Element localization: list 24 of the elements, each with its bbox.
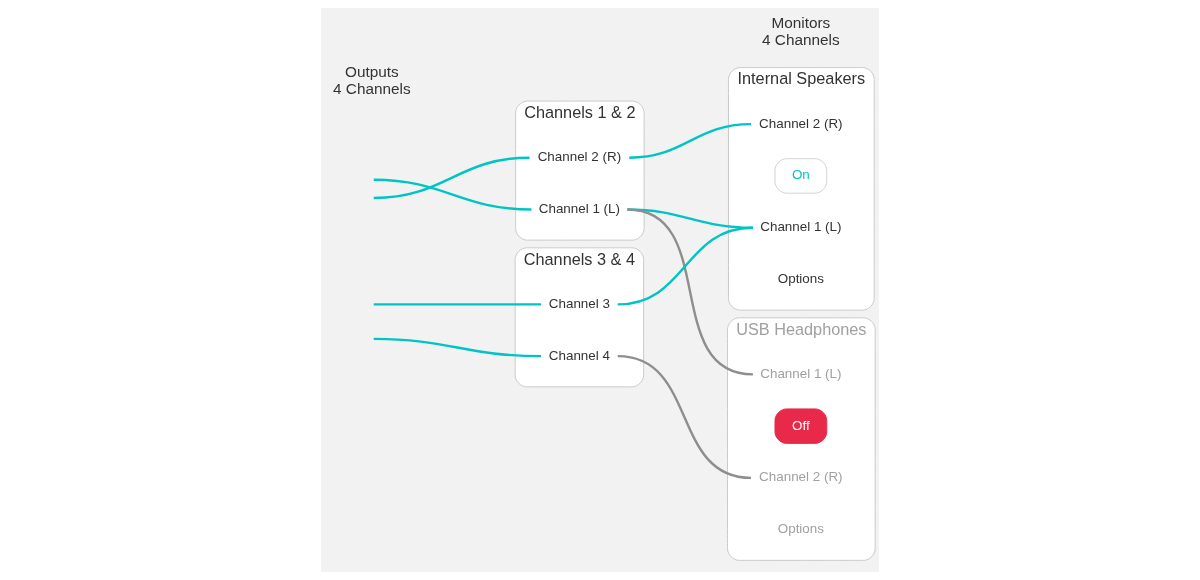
node-text: Options bbox=[777, 521, 824, 537]
node-text: Channel 1 (L) bbox=[538, 201, 620, 217]
node-text: Options bbox=[777, 271, 824, 286]
connector bbox=[373, 156, 530, 200]
node-text: Channel 1 (L) bbox=[760, 219, 842, 235]
node-text: Channel 2 (R) bbox=[759, 115, 843, 131]
node-box: Off bbox=[774, 408, 828, 444]
connector bbox=[629, 122, 752, 159]
connector bbox=[373, 303, 542, 306]
connector bbox=[617, 354, 752, 480]
label: Outputs bbox=[344, 62, 399, 80]
label: 4 Channels bbox=[333, 80, 411, 98]
node-text: Channel 2 (R) bbox=[759, 469, 843, 485]
node-text: Channel 4 bbox=[548, 347, 610, 363]
connector bbox=[373, 178, 532, 211]
connector bbox=[627, 208, 754, 376]
label: Monitors bbox=[771, 14, 831, 32]
label: 4 Channels bbox=[762, 31, 840, 49]
node-text: Channel 2 (R) bbox=[537, 149, 622, 165]
connector bbox=[373, 337, 542, 358]
node-text: Channel 1 (L) bbox=[760, 365, 842, 381]
node-box: On bbox=[774, 158, 828, 194]
node-text: Channel 3 bbox=[548, 295, 610, 311]
connector bbox=[617, 226, 754, 306]
